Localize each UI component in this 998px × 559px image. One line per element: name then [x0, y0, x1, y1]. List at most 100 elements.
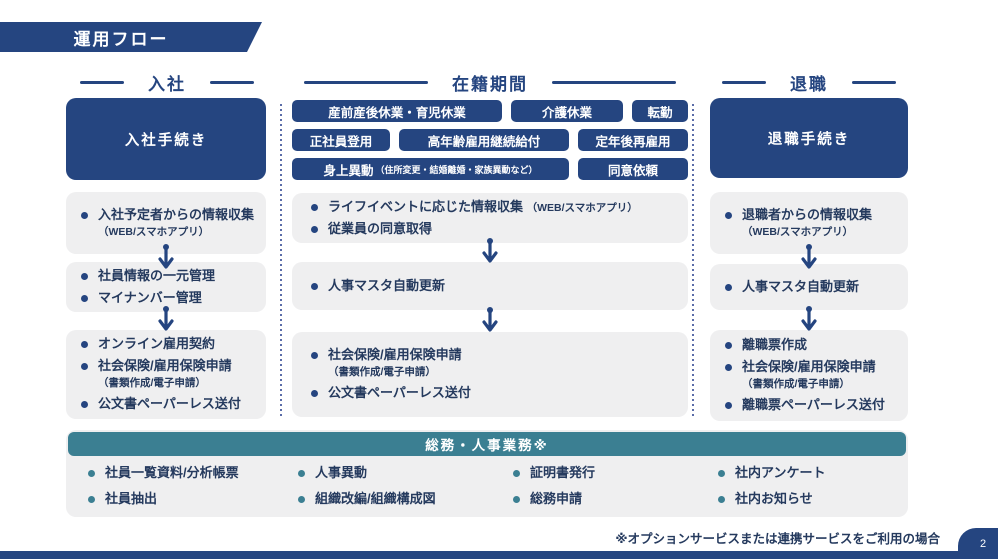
item-text: 従業員の同意取得 — [328, 220, 433, 236]
retirement-step-documents: 離職票作成 社会保険/雇用保険申請 （書類作成/電子申請） 離職票ペーパーレス送… — [710, 330, 908, 421]
item-text: 社内お知らせ — [735, 490, 813, 506]
employment-event-tags: 産前産後休業・育児休業 介護休業 転勤 正社員登用 高年齢雇用継続給付 定年後再… — [292, 100, 688, 180]
joining-step-central-management: 社員情報の一元管理 マイナンバー管理 — [66, 262, 266, 312]
title-banner: 運用フロー — [0, 22, 262, 52]
header-line — [304, 81, 428, 84]
employment-step-insurance-application: 社会保険/雇用保険申請 （書類作成/電子申請） 公文書ペーパーレス送付 — [292, 332, 688, 417]
tag-transfer: 転勤 — [632, 100, 688, 122]
item-text: 公文書ペーパーレス送付 — [98, 395, 241, 411]
down-arrow-icon — [158, 244, 174, 269]
bullet-icon — [81, 294, 88, 302]
item-text: 社員抽出 — [105, 490, 158, 506]
bullet-icon — [725, 364, 732, 372]
title-banner-label: 運用フロー — [73, 29, 169, 49]
item-text: マイナンバー管理 — [98, 289, 202, 305]
down-arrow-icon — [158, 306, 174, 331]
tag-label: 転勤 — [647, 105, 673, 120]
header-line — [80, 81, 124, 84]
retirement-step-info-collection: 退職者からの情報収集 （WEB/スマホアプリ） — [710, 192, 908, 254]
bullet-icon — [513, 469, 520, 477]
item-text: ライフイベントに応じた情報収集 — [328, 198, 524, 214]
tag-label: 同意依頼 — [607, 163, 658, 178]
bullet-icon — [311, 203, 318, 211]
list-item: 人事マスタ自動更新 — [722, 279, 896, 296]
tag-consent-request: 同意依頼 — [578, 158, 688, 180]
item-text: 退職者からの情報収集 — [742, 206, 873, 222]
list-item: 証明書発行 — [510, 465, 715, 482]
tag-personal-status-change: 身上異動 （住所変更・結婚離婚・家族異動など） — [292, 158, 569, 180]
item-text: 証明書発行 — [530, 464, 596, 480]
down-arrow-icon — [482, 238, 498, 263]
list-item: 公文書ペーパーレス送付 — [78, 396, 254, 413]
column-header-retirement: 退職 — [710, 70, 908, 95]
bullet-icon — [718, 469, 725, 477]
bullet-icon — [725, 283, 732, 291]
list-item: 入社予定者からの情報収集 （WEB/スマホアプリ） — [78, 207, 254, 240]
list-item: マイナンバー管理 — [78, 290, 254, 307]
bullet-icon — [718, 495, 725, 503]
general-affairs-banner: 総務・人事業務※ — [68, 432, 906, 456]
retirement-step-master-update: 人事マスタ自動更新 — [710, 264, 908, 310]
tag-elderly-employment-benefit: 高年齢雇用継続給付 — [399, 129, 569, 151]
list-item: 人事マスタ自動更新 — [308, 278, 676, 295]
item-subtext: （WEB/スマホアプリ） — [526, 201, 638, 214]
list-item: 総務申請 — [510, 491, 715, 508]
item-text: 人事異動 — [315, 464, 368, 480]
item-subtext: （書類作成/電子申請） — [98, 377, 206, 390]
dotted-separator — [692, 104, 694, 416]
item-subtext: （WEB/スマホアプリ） — [98, 225, 210, 238]
header-line — [722, 81, 766, 84]
general-affairs-column: 証明書発行 総務申請 — [510, 457, 715, 515]
header-line — [852, 81, 896, 84]
page-number: 2 — [979, 537, 987, 550]
column-header-label: 入社 — [148, 75, 186, 94]
list-item: 社員一覧資料/分析帳票 — [85, 465, 295, 482]
item-text: 社員情報の一元管理 — [98, 267, 216, 283]
list-item: オンライン雇用契約 — [78, 336, 254, 353]
header-line — [210, 81, 254, 84]
item-text: 社会保険/雇用保険申請 — [742, 359, 876, 375]
tag-label: 産前産後休業・育児休業 — [328, 105, 466, 120]
down-arrow-icon — [801, 306, 817, 331]
bullet-icon — [81, 341, 88, 349]
general-affairs-column: 社内アンケート 社内お知らせ — [715, 457, 908, 515]
list-item: 社会保険/雇用保険申請 （書類作成/電子申請） — [722, 359, 896, 392]
tag-label: 定年後再雇用 — [595, 134, 671, 149]
down-arrow-icon — [482, 307, 498, 332]
tag-post-retirement-reemployment: 定年後再雇用 — [578, 129, 688, 151]
bottom-bar — [0, 551, 998, 559]
bullet-icon — [311, 282, 318, 290]
column-header-joining: 入社 — [68, 70, 266, 95]
bullet-icon — [725, 211, 732, 219]
general-affairs-banner-label: 総務・人事業務※ — [425, 438, 549, 453]
bullet-icon — [513, 495, 520, 503]
list-item: ライフイベントに応じた情報収集 （WEB/スマホアプリ） — [308, 199, 676, 216]
bullet-icon — [725, 401, 732, 409]
list-item: 離職票ペーパーレス送付 — [722, 397, 896, 414]
bullet-icon — [311, 225, 318, 233]
tag-note: （住所変更・結婚離婚・家族異動など） — [375, 164, 538, 175]
bullet-icon — [81, 211, 88, 219]
item-text: 人事マスタ自動更新 — [328, 277, 446, 293]
item-text: 人事マスタ自動更新 — [742, 278, 860, 294]
column-header-label: 退職 — [790, 75, 828, 94]
bullet-icon — [88, 495, 95, 503]
option-service-footnote: ※オプションサービスまたは連携サービスをご利用の場合 — [615, 532, 940, 546]
employment-step-info-collection: ライフイベントに応じた情報収集 （WEB/スマホアプリ） 従業員の同意取得 — [292, 193, 688, 243]
tag-row: 産前産後休業・育児休業 介護休業 転勤 — [292, 100, 688, 122]
tag-label: 介護休業 — [541, 105, 592, 120]
list-item: 社員情報の一元管理 — [78, 268, 254, 285]
list-item: 社内アンケート — [715, 465, 908, 482]
joining-step-info-collection: 入社予定者からの情報収集 （WEB/スマホアプリ） — [66, 192, 266, 254]
column-header-employment: 在籍期間 — [292, 70, 688, 95]
bullet-icon — [311, 389, 318, 397]
list-item: 公文書ペーパーレス送付 — [308, 385, 676, 402]
item-text: 離職票作成 — [742, 337, 808, 353]
list-item: 社内お知らせ — [715, 491, 908, 508]
list-item: 社会保険/雇用保険申請 （書類作成/電子申請） — [308, 347, 676, 380]
item-text: 組織改編/組織構成図 — [315, 490, 436, 506]
head-box-label: 入社手続き — [124, 132, 208, 149]
tag-full-time-promotion: 正社員登用 — [292, 129, 390, 151]
bullet-icon — [88, 469, 95, 477]
bullet-icon — [311, 352, 318, 360]
